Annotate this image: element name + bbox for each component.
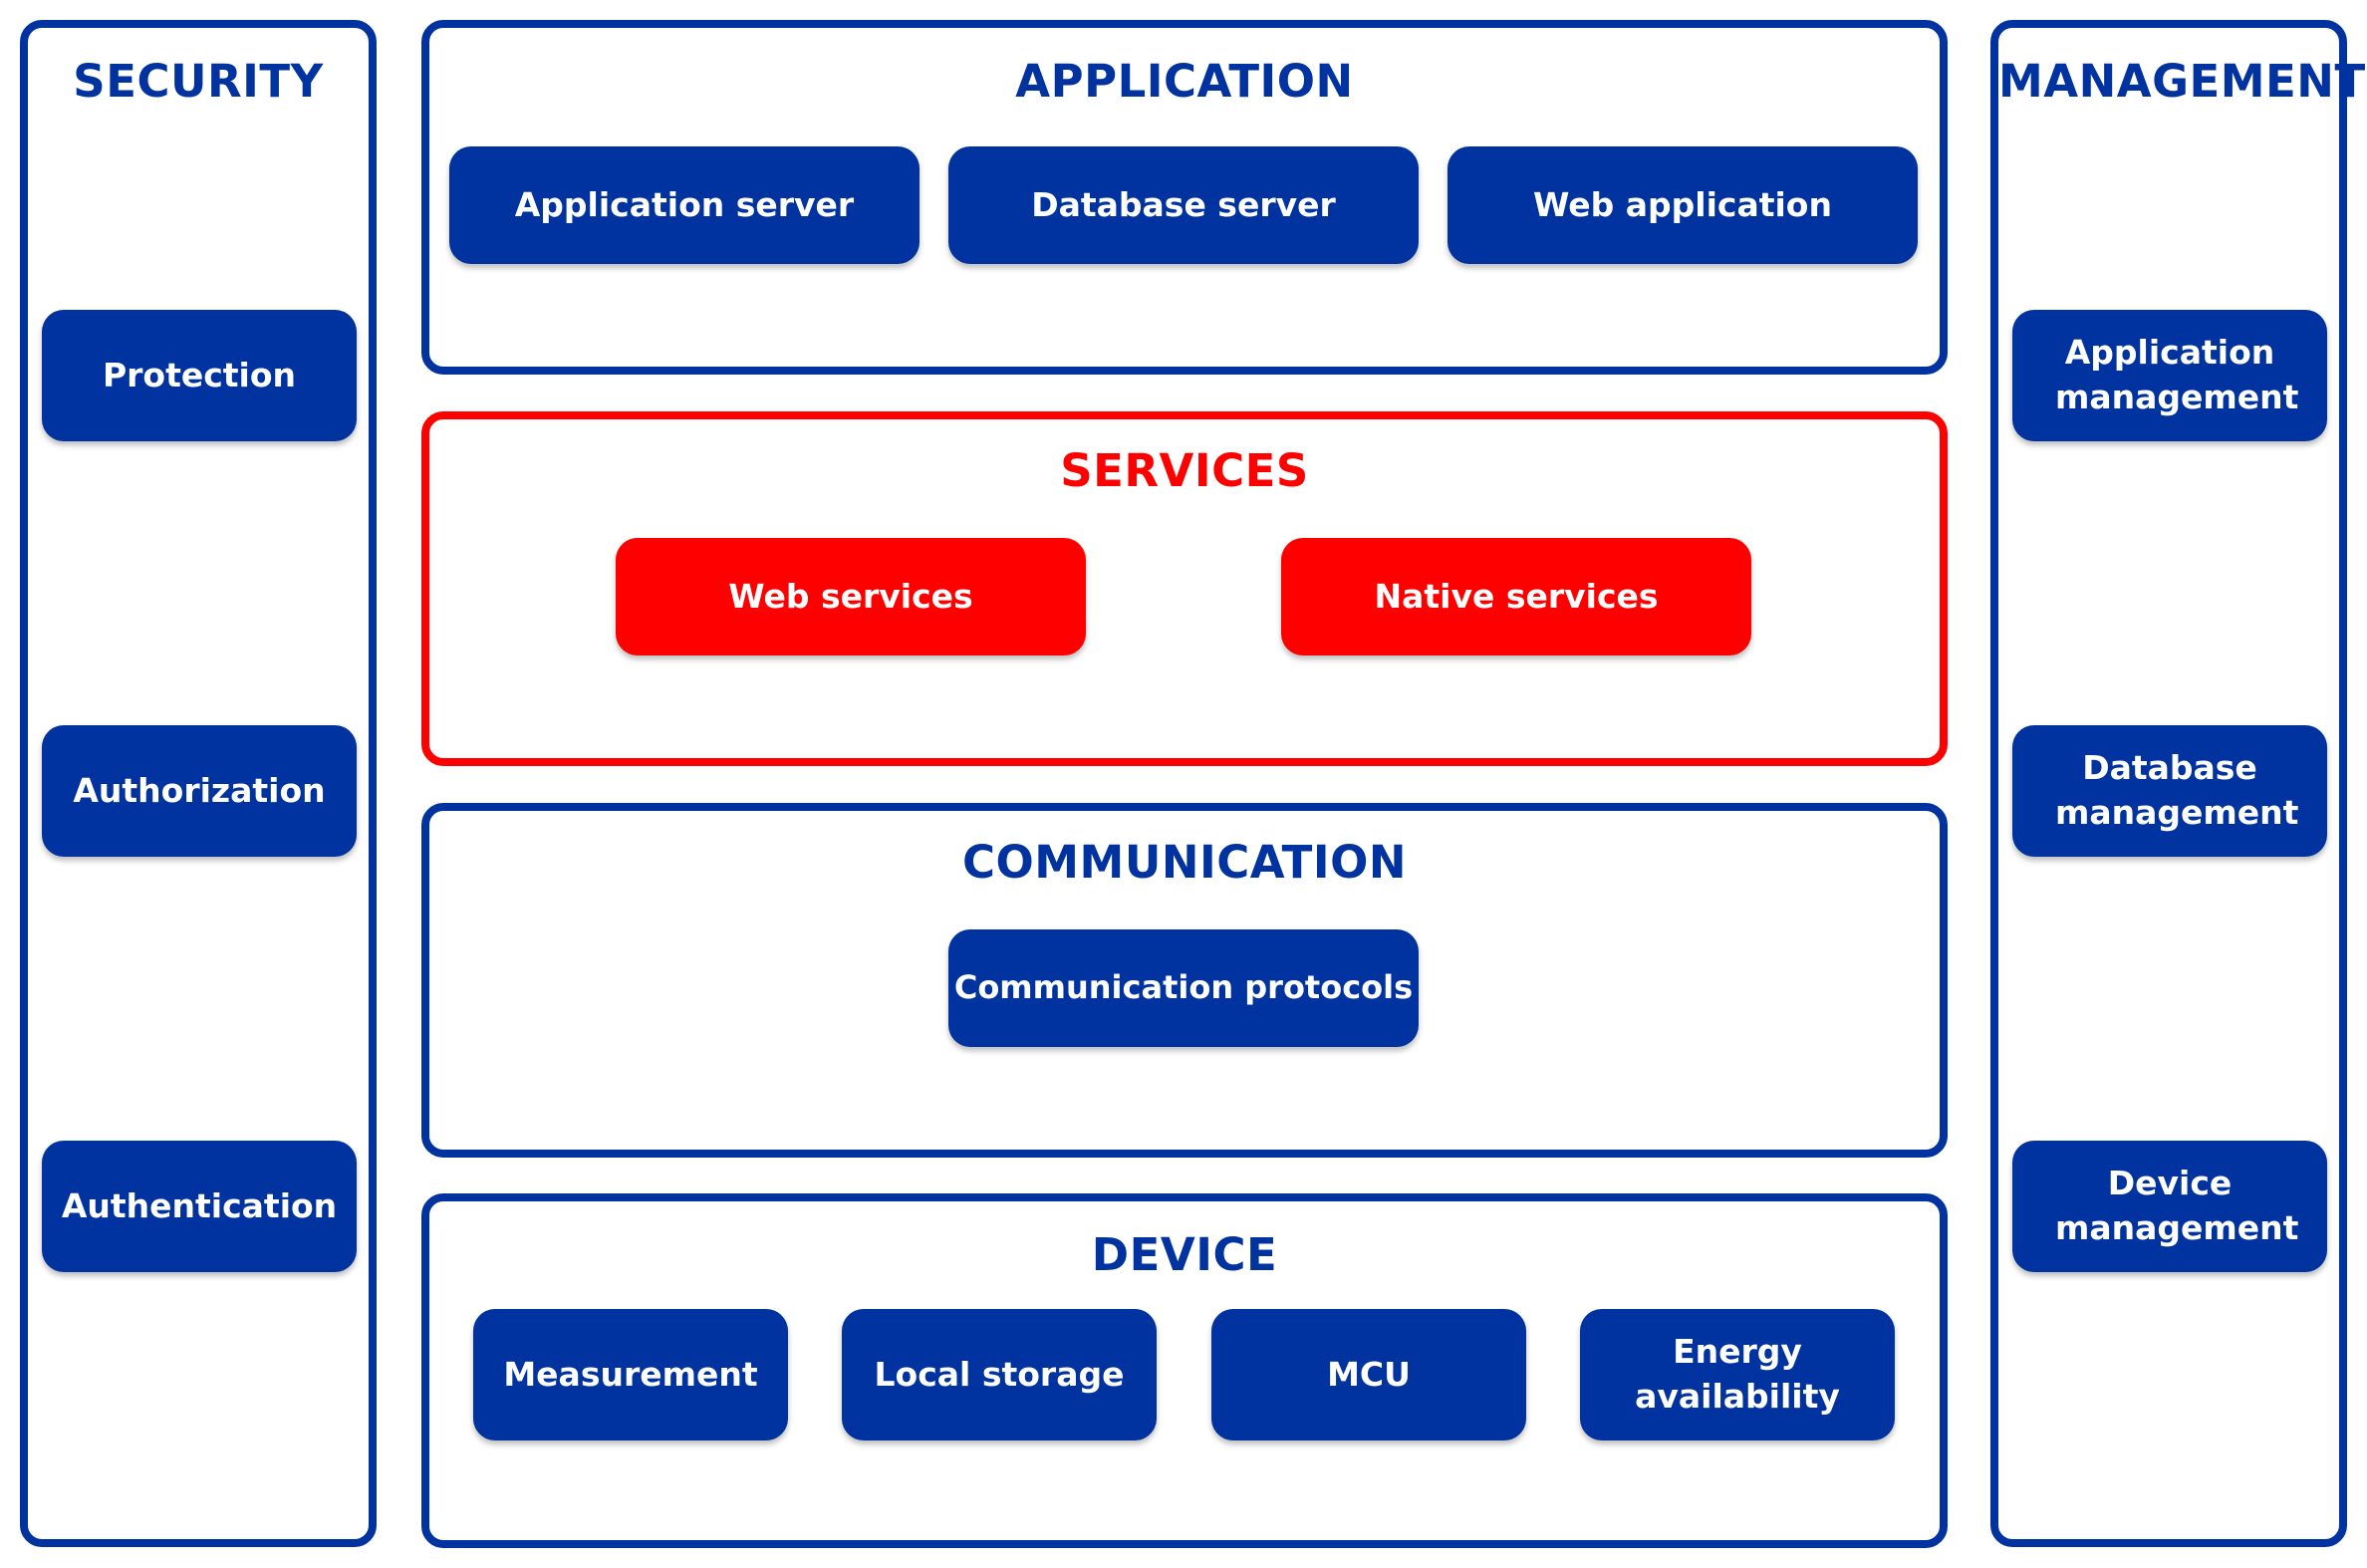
device-management-label: Device management: [2055, 1164, 2299, 1247]
authorization-label: Authorization: [73, 770, 326, 810]
device-panel: DEVICE Measurement Local storage MCU Ene…: [421, 1193, 1948, 1548]
security-panel: SECURITY Protection Authorization Authen…: [20, 20, 377, 1547]
local-storage-label: Local storage: [874, 1354, 1125, 1394]
mcu-box[interactable]: MCU: [1211, 1309, 1526, 1440]
authentication-label: Authentication: [61, 1185, 338, 1225]
communication-title: COMMUNICATION: [962, 836, 1407, 889]
application-management-label: Application management: [2055, 333, 2299, 416]
device-title: DEVICE: [1091, 1228, 1278, 1281]
services-title: SERVICES: [1060, 444, 1309, 497]
communication-protocols-label: Communication protocols: [953, 968, 1414, 1007]
web-services-box[interactable]: Web services: [616, 538, 1086, 655]
database-management-box[interactable]: Database management: [2012, 725, 2327, 857]
energy-availability-label: Energy availability: [1635, 1332, 1840, 1416]
application-server-box[interactable]: Application server: [449, 146, 920, 264]
application-management-box[interactable]: Application management: [2012, 310, 2327, 441]
native-services-box[interactable]: Native services: [1281, 538, 1751, 655]
communication-panel: COMMUNICATION Communication protocols: [421, 803, 1948, 1158]
application-title: APPLICATION: [1015, 55, 1354, 108]
services-panel: SERVICES Web services Native services: [421, 411, 1948, 766]
protection-box[interactable]: Protection: [42, 310, 357, 441]
authorization-box[interactable]: Authorization: [42, 725, 357, 857]
security-title: SECURITY: [73, 55, 324, 108]
management-title: MANAGEMENT: [1998, 55, 2366, 108]
application-panel: APPLICATION Application server Database …: [421, 20, 1948, 375]
web-services-label: Web services: [728, 576, 973, 616]
measurement-box[interactable]: Measurement: [473, 1309, 788, 1440]
local-storage-box[interactable]: Local storage: [842, 1309, 1157, 1440]
communication-protocols-box[interactable]: Communication protocols: [948, 929, 1419, 1047]
database-server-box[interactable]: Database server: [948, 146, 1419, 264]
database-management-label: Database management: [2055, 748, 2299, 832]
device-management-box[interactable]: Device management: [2012, 1141, 2327, 1272]
application-server-label: Application server: [514, 184, 855, 224]
web-application-label: Web application: [1533, 184, 1832, 224]
mcu-label: MCU: [1327, 1354, 1411, 1394]
native-services-label: Native services: [1374, 576, 1659, 616]
authentication-box[interactable]: Authentication: [42, 1141, 357, 1272]
protection-label: Protection: [102, 355, 297, 394]
measurement-label: Measurement: [503, 1354, 758, 1394]
web-application-box[interactable]: Web application: [1447, 146, 1918, 264]
database-server-label: Database server: [1031, 184, 1336, 224]
energy-availability-box[interactable]: Energy availability: [1580, 1309, 1895, 1440]
management-panel: MANAGEMENT Application management Databa…: [1990, 20, 2366, 1547]
